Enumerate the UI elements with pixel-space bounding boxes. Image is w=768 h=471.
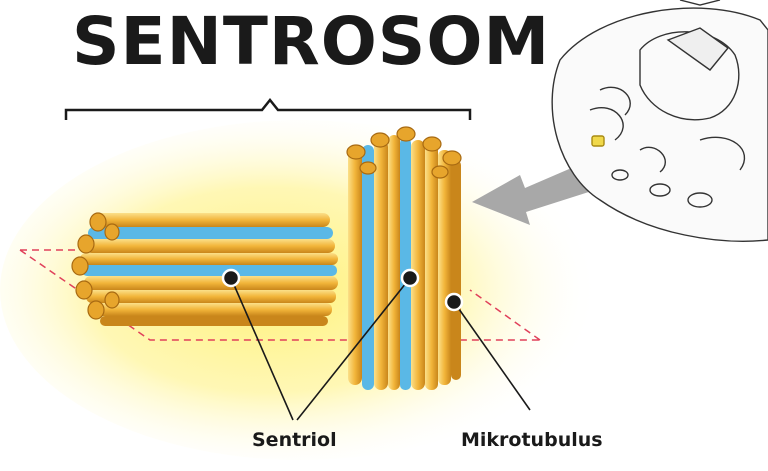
title-bracket [66, 100, 470, 120]
horizontal-centriole [72, 213, 338, 326]
cell-illustration [552, 0, 768, 241]
vertical-centriole [347, 127, 461, 390]
page-title: SENTROSOM [72, 2, 550, 82]
label-mikrotubulus: Mikrotubulus [461, 429, 603, 451]
label-sentriol: Sentriol [252, 429, 337, 451]
